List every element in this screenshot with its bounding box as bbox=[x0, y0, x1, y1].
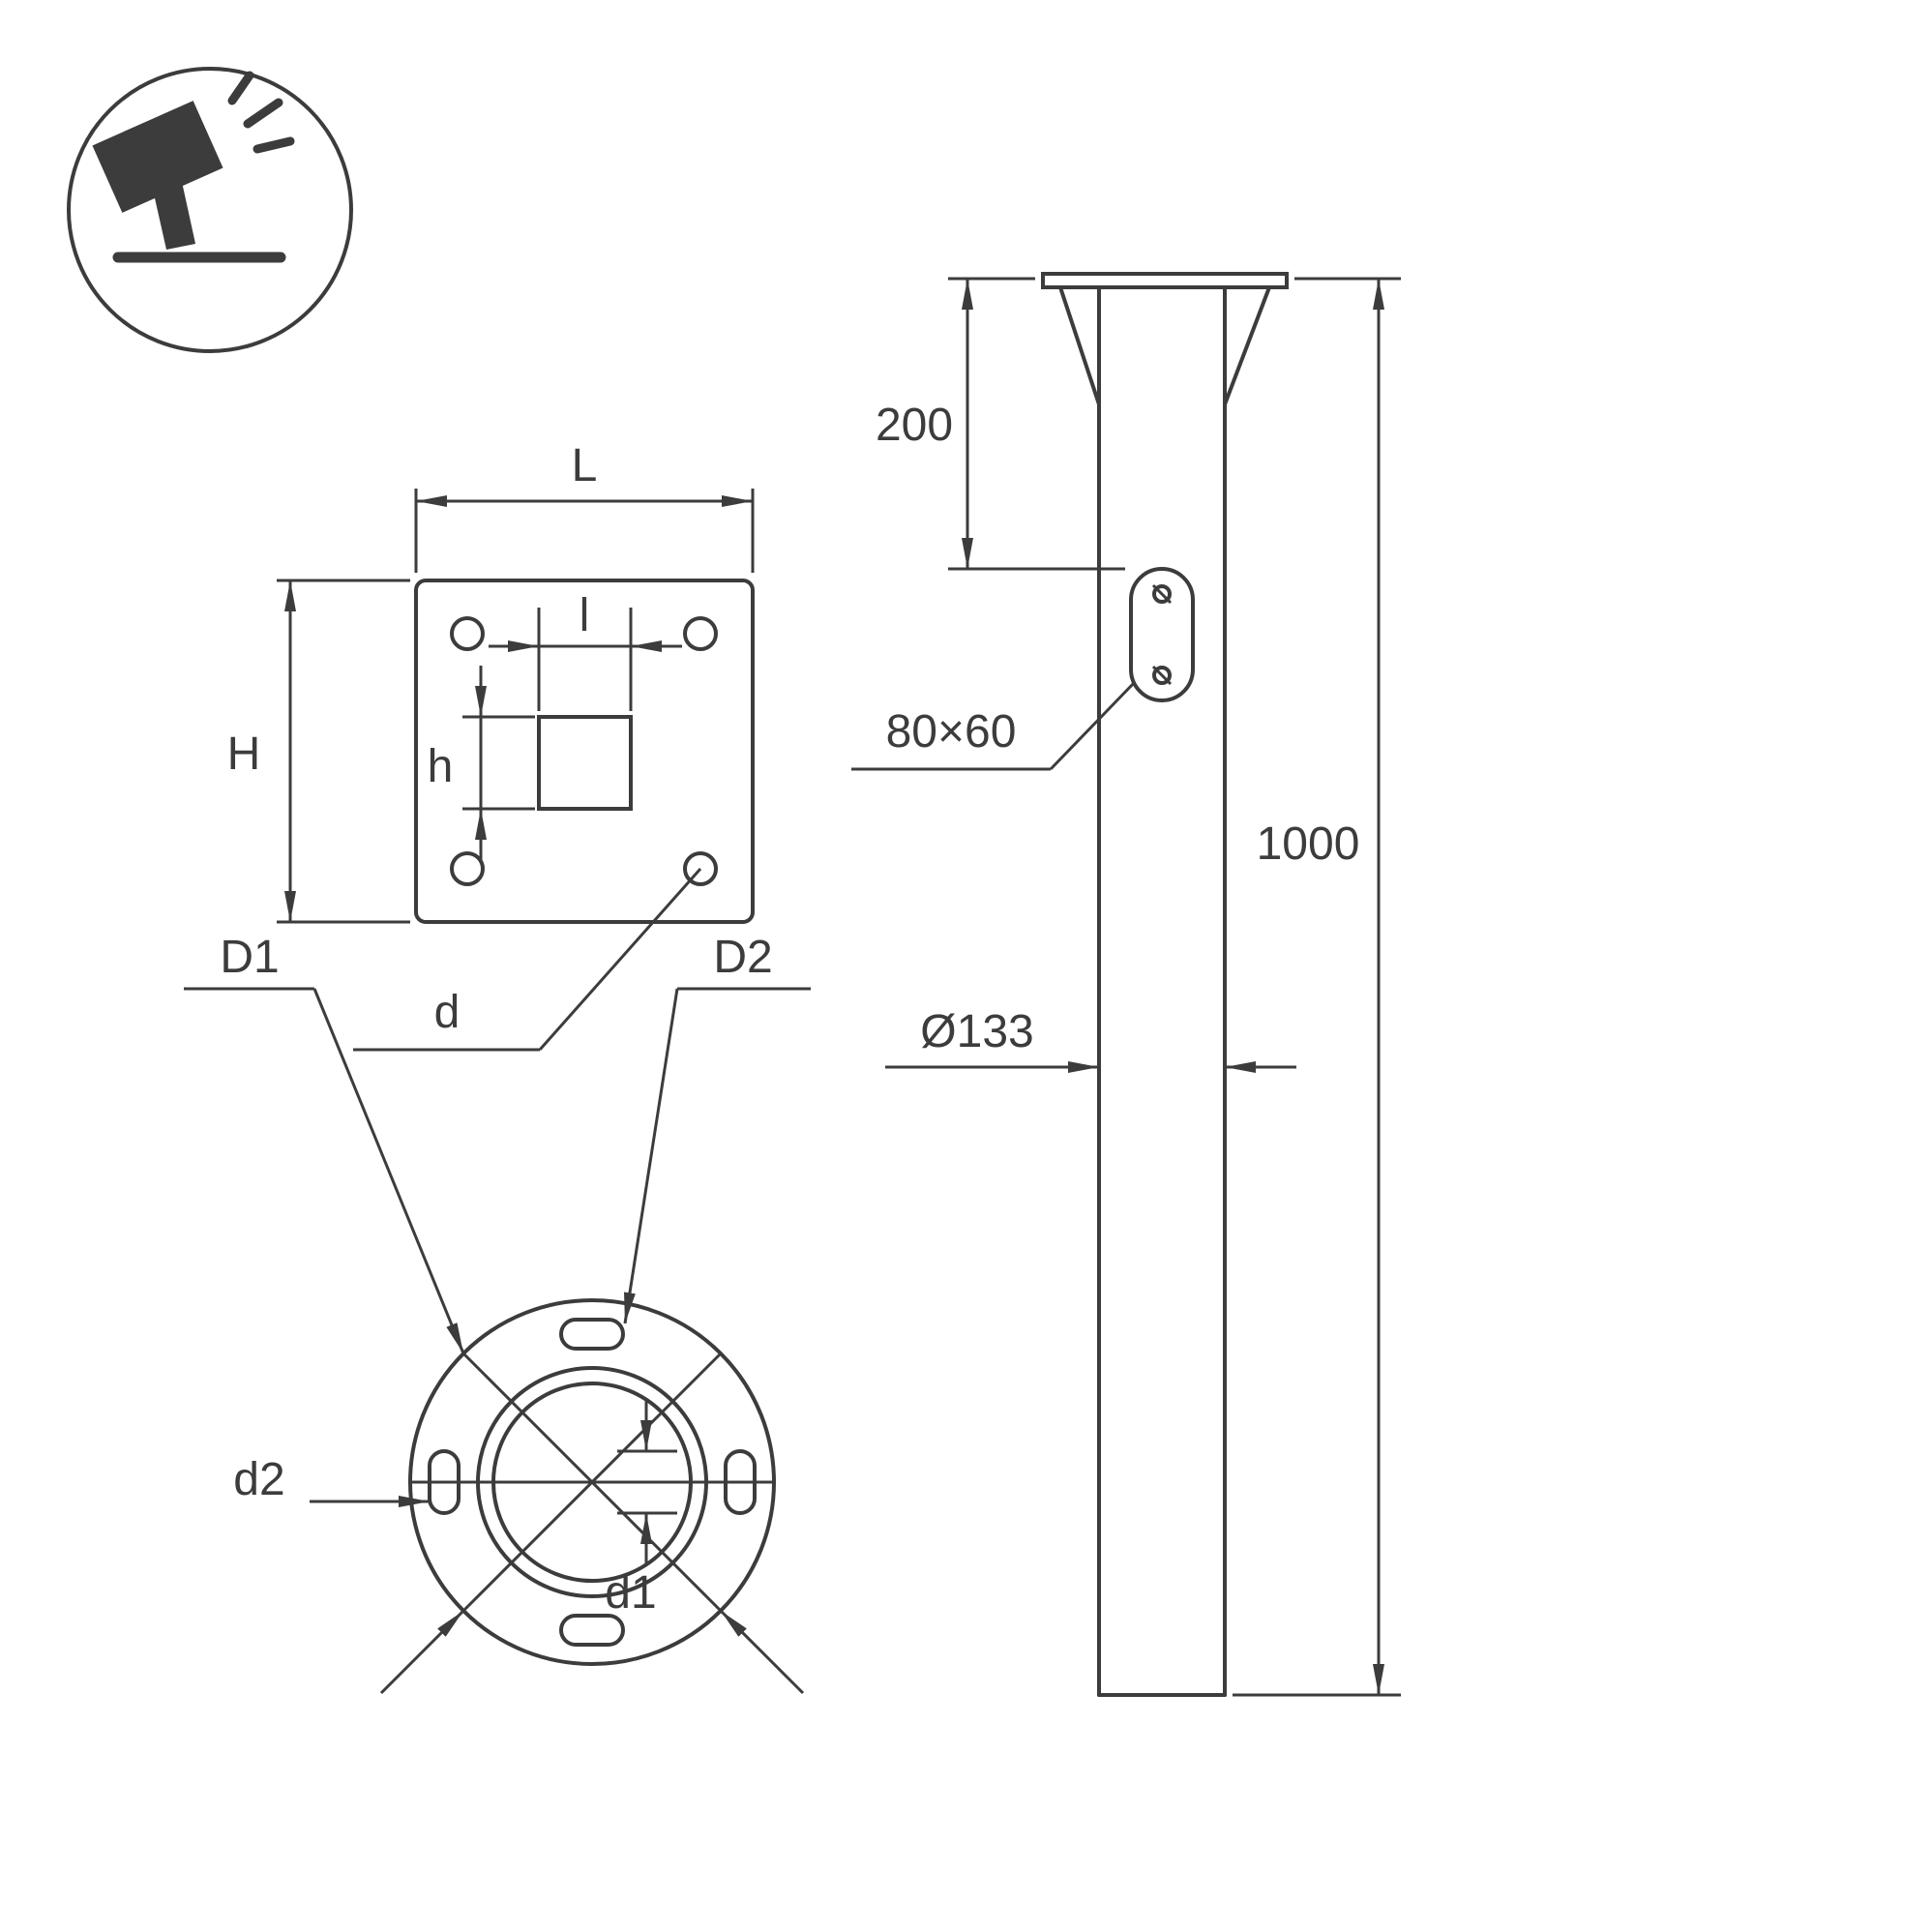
dim-h: h bbox=[428, 666, 535, 860]
screw-slot-icon bbox=[1151, 665, 1173, 686]
corner-hole bbox=[683, 616, 718, 651]
corner-hole bbox=[683, 851, 718, 886]
corner-hole bbox=[450, 851, 485, 886]
dim-d2-label: d2 bbox=[233, 1454, 284, 1505]
dim-l-label: l bbox=[580, 590, 590, 641]
dim-H-label: H bbox=[227, 728, 261, 780]
dim-d-label: d bbox=[434, 987, 461, 1038]
dim-d2: d2 bbox=[233, 1454, 430, 1507]
corner-hole bbox=[450, 616, 485, 651]
dim-1000: 1000 bbox=[1233, 277, 1401, 1697]
center-lines bbox=[379, 1352, 805, 1695]
dim-80x60-label: 80×60 bbox=[886, 706, 1017, 758]
dim-D1-label: D1 bbox=[220, 932, 279, 983]
bolt-slot-top bbox=[559, 1318, 625, 1351]
dim-L: L bbox=[414, 440, 755, 573]
floodlight-head bbox=[92, 101, 223, 213]
dim-200: 200 bbox=[876, 277, 1125, 571]
dim-d1: d1 bbox=[605, 1401, 677, 1619]
screw-icon bbox=[1152, 666, 1172, 685]
flange-plate-side bbox=[1041, 272, 1289, 289]
leader-D1: D1 bbox=[184, 932, 465, 1354]
screw-icon bbox=[1152, 584, 1172, 604]
dim-D2-label: D2 bbox=[713, 932, 772, 983]
floodlight-icon bbox=[67, 67, 353, 353]
leader-D2: D2 bbox=[623, 932, 811, 1324]
dim-l: l bbox=[489, 590, 682, 711]
gusset-right bbox=[1223, 285, 1271, 406]
light-rays-icon bbox=[227, 71, 295, 154]
screw-slot-icon bbox=[1151, 583, 1173, 605]
flange-top-view: L l H h bbox=[227, 440, 755, 1052]
leader-80x60: 80×60 bbox=[851, 681, 1136, 771]
dim-diameter-133: Ø133 bbox=[885, 1006, 1296, 1073]
flange-bottom-view: D1 D2 d1 d2 bbox=[184, 932, 811, 1695]
bolt-slot-bottom bbox=[559, 1614, 625, 1647]
center-square-hole bbox=[537, 715, 633, 811]
dim-200-label: 200 bbox=[876, 400, 953, 451]
dim-133-label: Ø133 bbox=[920, 1006, 1033, 1057]
dim-L-label: L bbox=[572, 440, 598, 491]
dim-1000-label: 1000 bbox=[1257, 818, 1360, 870]
cable-hatch bbox=[1129, 567, 1195, 702]
dim-h-label: h bbox=[428, 741, 454, 792]
icon-circle bbox=[67, 67, 353, 353]
dim-d1-label: d1 bbox=[605, 1567, 656, 1619]
gusset-left bbox=[1058, 285, 1101, 406]
dim-H: H bbox=[227, 579, 410, 924]
leader-d: d bbox=[353, 868, 702, 1052]
flange-plate bbox=[414, 579, 755, 924]
floodlight-stand bbox=[153, 182, 195, 250]
pole-side-view: 200 80×60 1000 Ø133 bbox=[851, 272, 1401, 1697]
